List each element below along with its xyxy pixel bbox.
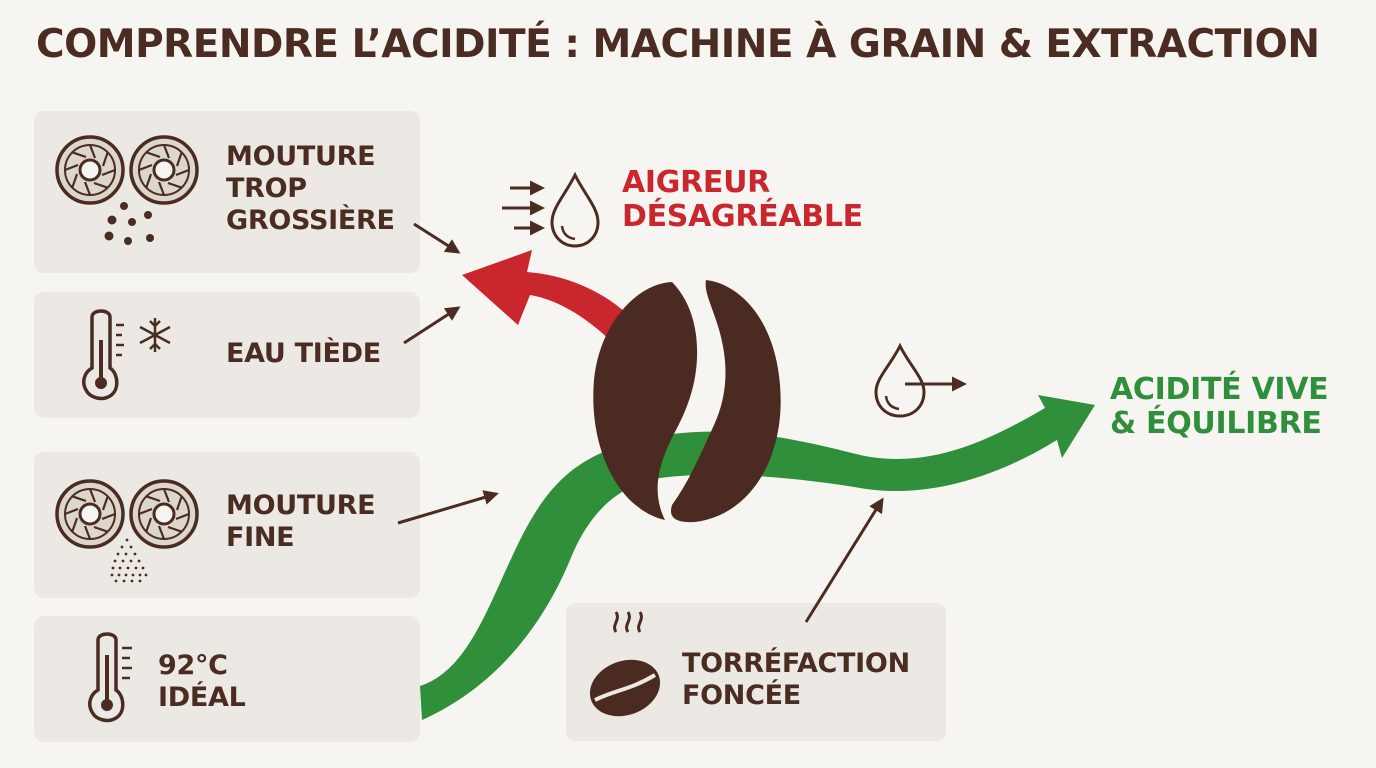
balanced-flow-ribbon (420, 395, 1095, 720)
factor-label-lukewarm-water: EAU TIÈDE (226, 338, 381, 369)
page-title: COMPRENDRE L’ACIDITÉ : MACHINE À GRAIN &… (36, 22, 1320, 67)
burr-grinder-fine-icon (55, 479, 199, 583)
arrow-lukewarm-to-sour (403, 306, 461, 345)
factor-label-fine-grind: MOUTURE FINE (226, 490, 376, 553)
thermometer-cold-icon (82, 309, 171, 401)
sour-flow-ribbon (462, 250, 625, 345)
drop-flow-icon (874, 342, 967, 418)
snowflake-icon (139, 318, 171, 352)
fast-flow-drop-icon (502, 171, 600, 248)
factor-label-ideal-temperature: 92°C IDÉAL (158, 650, 246, 713)
factor-label-coarse-grind: MOUTURE TROP GROSSIÈRE (226, 141, 395, 236)
outcome-balanced-label: ACIDITÉ VIVE & ÉQUILIBRE (1110, 372, 1329, 441)
coffee-bean-icon (593, 280, 781, 523)
arrow-fine-to-center (397, 490, 499, 525)
roasted-bean-steam-icon (589, 611, 661, 717)
arrow-roast-to-balanced (804, 497, 884, 623)
thermometer-icon (88, 632, 132, 723)
outcome-sour-label: AIGREUR DÉSAGRÉABLE (622, 165, 863, 234)
arrow-coarse-to-sour (413, 222, 461, 254)
factor-label-dark-roast: TORRÉFACTION FONCÉE (682, 648, 910, 711)
burr-grinder-coarse-icon (55, 135, 199, 245)
